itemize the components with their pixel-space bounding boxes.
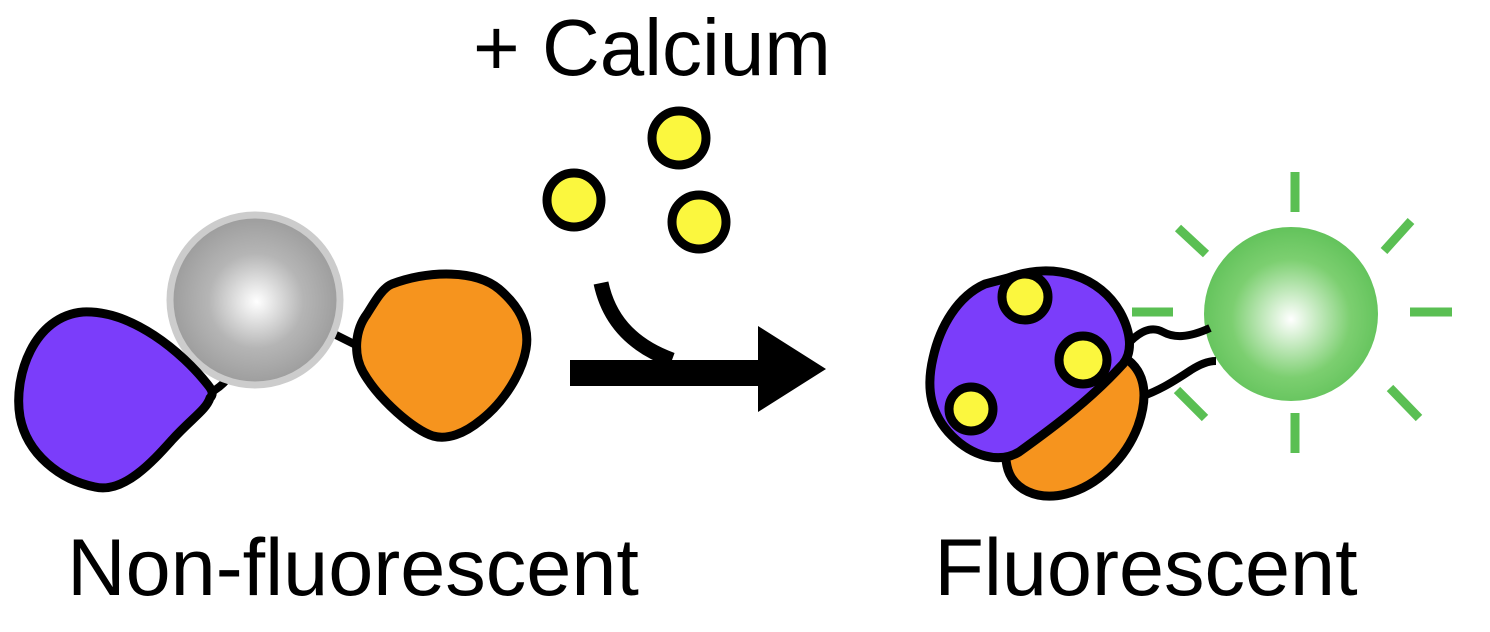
bound-calcium-ion [997,269,1053,325]
calcium-ion [667,190,731,254]
fluorescence-ray [1173,386,1209,422]
fluorescence-ray [1386,384,1423,422]
quencher-sphere [166,211,344,389]
fluorescence-rays [1132,172,1452,453]
arrow-feed-curve [593,281,675,368]
linker-upper [1122,324,1212,349]
non-fluorescent-label: Non-fluorescent [67,523,639,613]
non-fluorescent-complex [14,211,532,493]
calcium-ion [542,168,606,232]
peptide-blob [352,269,532,442]
linker-lower [1129,357,1217,404]
fluorescence-ray [1380,217,1415,255]
calcium-reaction-label: + Calcium [473,3,831,92]
bound-calcium-ion [1054,331,1112,389]
binding-protein-blob [14,307,217,493]
calcium-ion [647,106,711,170]
bound-calcium-ion [944,382,998,436]
free-calcium-ions [542,106,731,254]
fluorophore-sphere [1204,227,1378,401]
fluorescent-complex [925,172,1452,501]
fluorescence-ray [1174,224,1210,258]
reaction-arrow [570,281,826,412]
fluorescent-label: Fluorescent [934,523,1358,613]
right-arrow-icon [570,326,826,412]
